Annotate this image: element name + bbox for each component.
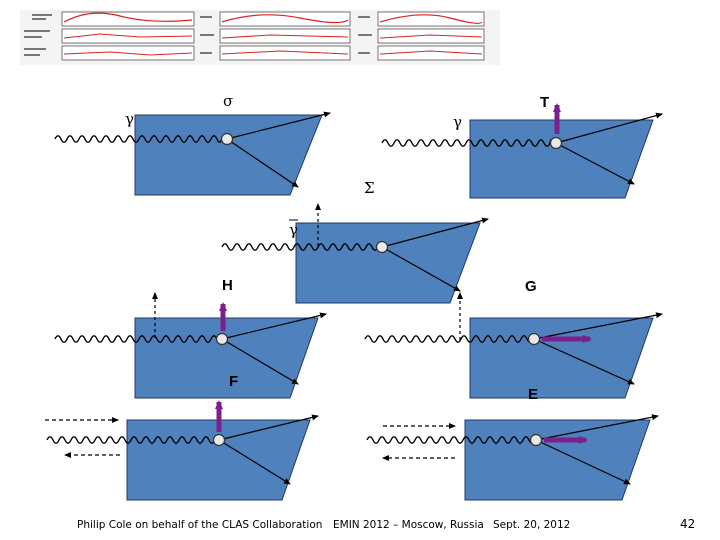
target-nucleon bbox=[220, 132, 234, 146]
label-H: H bbox=[222, 277, 233, 294]
outgoing-track-upper bbox=[226, 111, 331, 140]
photon-wave bbox=[54, 135, 223, 143]
photon-wave bbox=[54, 335, 223, 343]
footer-author: Philip Cole on behalf of the CLAS Collab… bbox=[77, 519, 323, 531]
label-E: E bbox=[528, 386, 538, 403]
outgoing-track-upper bbox=[221, 312, 327, 340]
scattering-plane bbox=[469, 317, 654, 399]
thumbnail-plots-strip bbox=[20, 10, 500, 65]
photon-wave bbox=[364, 335, 535, 343]
label-T: T bbox=[540, 94, 549, 111]
label-gamma-left: γ bbox=[125, 110, 134, 128]
photon-wave bbox=[221, 243, 381, 251]
panel-F bbox=[45, 400, 319, 501]
photon-wave bbox=[381, 139, 553, 147]
target-nucleon bbox=[527, 332, 541, 346]
panel-sigma bbox=[54, 111, 331, 196]
label-Sigma: Σ bbox=[364, 179, 375, 197]
scattering-plane bbox=[469, 119, 654, 199]
outgoing-track-lower bbox=[221, 338, 299, 385]
scattering-plane bbox=[295, 222, 481, 304]
scattering-plane bbox=[464, 419, 651, 501]
label-gamma-linear: γ bbox=[289, 221, 298, 239]
outgoing-track-upper bbox=[535, 414, 659, 441]
outgoing-track-lower bbox=[555, 142, 635, 185]
footer-conference: EMIN 2012 – Moscow, Russia bbox=[333, 519, 484, 531]
outgoing-track-lower bbox=[226, 138, 299, 188]
panel-Sigma bbox=[221, 203, 489, 304]
photon-wave bbox=[46, 436, 219, 444]
outgoing-track-lower bbox=[381, 246, 461, 292]
label-F: F bbox=[229, 373, 238, 390]
panel-G bbox=[364, 292, 663, 399]
panel-H bbox=[54, 292, 327, 399]
target-nucleon bbox=[375, 240, 389, 254]
photon-wave bbox=[366, 436, 537, 444]
target-nucleon bbox=[529, 433, 543, 447]
footer-page-number: 42 bbox=[680, 517, 696, 531]
outgoing-track-upper bbox=[533, 312, 663, 340]
outgoing-track-lower bbox=[535, 439, 631, 485]
target-nucleon bbox=[215, 332, 229, 346]
panel-T bbox=[381, 103, 663, 199]
outgoing-track-upper bbox=[218, 414, 319, 441]
label-sigma: σ bbox=[223, 92, 233, 110]
panel-E bbox=[366, 414, 659, 501]
scattering-plane bbox=[134, 114, 323, 196]
scattering-plane bbox=[134, 317, 319, 399]
label-gamma-right: γ bbox=[453, 113, 462, 131]
outgoing-track-upper bbox=[381, 217, 489, 248]
outgoing-track-lower bbox=[218, 439, 291, 485]
target-nucleon bbox=[549, 136, 563, 150]
outgoing-track-lower bbox=[533, 338, 635, 385]
outgoing-track-upper bbox=[555, 112, 663, 144]
target-nucleon bbox=[212, 433, 226, 447]
footer-date: Sept. 20, 2012 bbox=[493, 519, 571, 531]
label-G: G bbox=[525, 278, 537, 295]
